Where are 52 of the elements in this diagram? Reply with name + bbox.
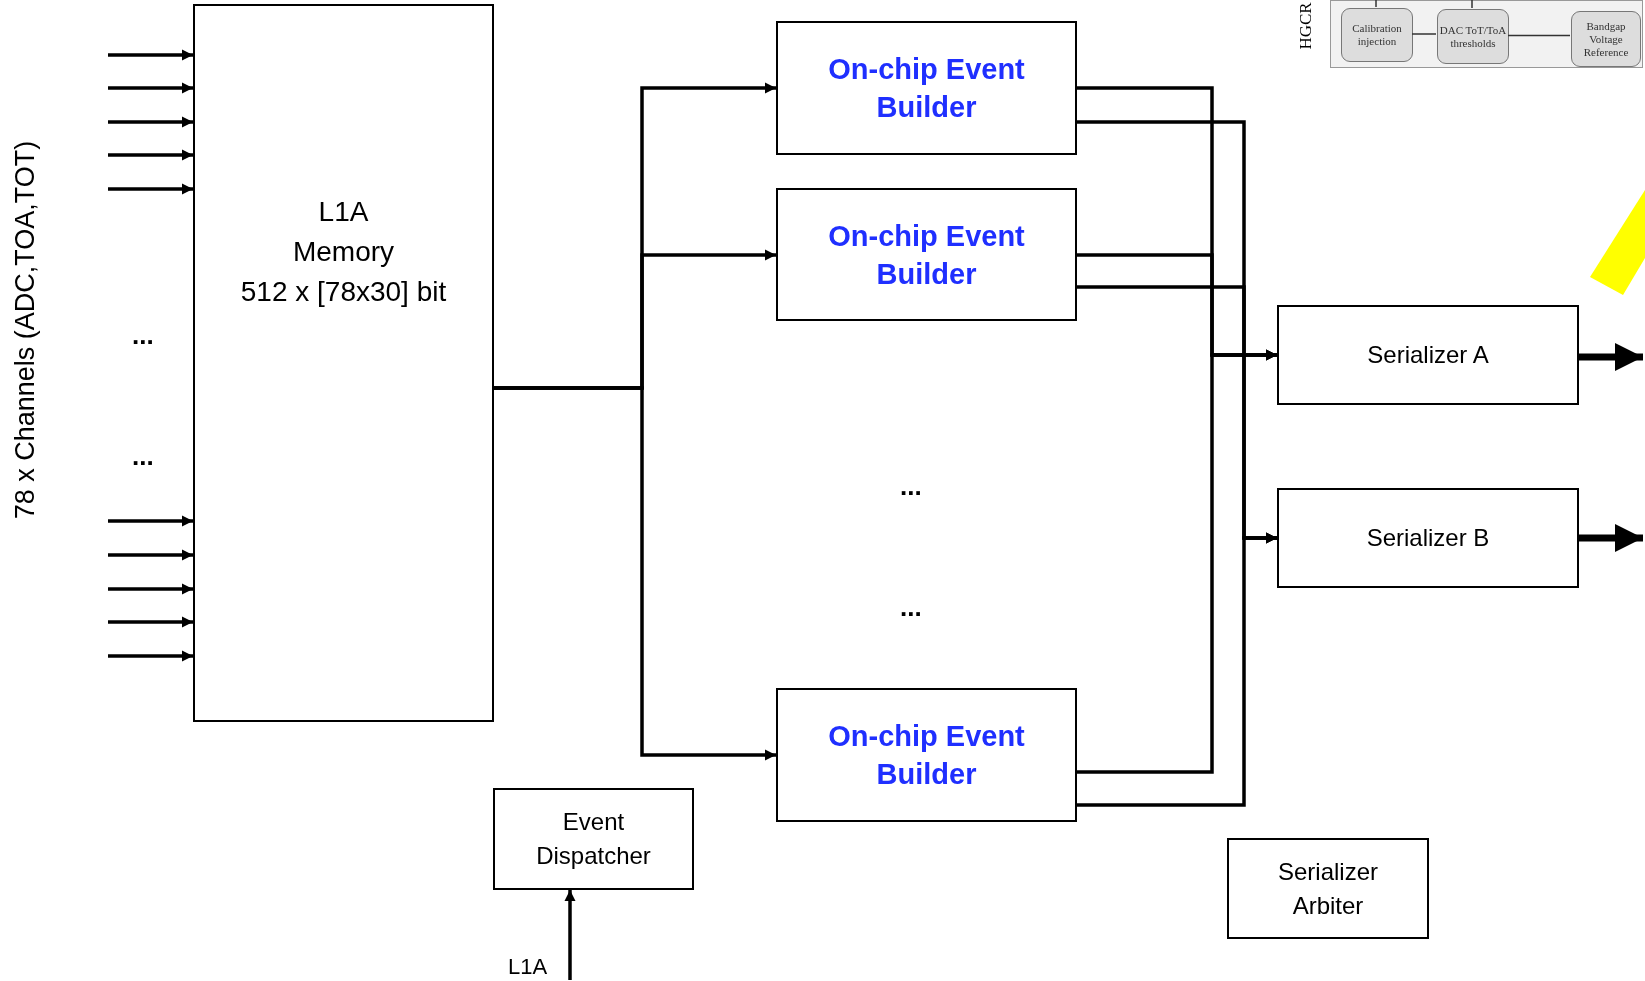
arrow bbox=[108, 549, 193, 561]
ellipsis-mark: ... bbox=[132, 322, 154, 348]
arrow bbox=[108, 616, 193, 628]
axis-label: 78 x Channels (ADC,TOA,TOT) bbox=[8, 140, 41, 520]
arrow bbox=[108, 515, 193, 527]
signal-label: L1A bbox=[508, 954, 564, 980]
block-label: Serializer B bbox=[1366, 523, 1490, 553]
event-builder-box bbox=[776, 188, 1077, 321]
block-label: Calibration injection bbox=[1351, 22, 1403, 48]
block-label: Event Dispatcher bbox=[535, 807, 652, 871]
block-label: On-chip Event Builder bbox=[827, 52, 1026, 125]
serializer-box bbox=[1277, 305, 1579, 405]
arrow bbox=[108, 82, 193, 94]
block-label: DAC ToT/ToA thresholds bbox=[1438, 23, 1508, 50]
block-label: Serializer A bbox=[1367, 340, 1489, 370]
arrow bbox=[108, 650, 193, 662]
ellipsis-mark: ... bbox=[900, 594, 922, 620]
arrow bbox=[1077, 532, 1277, 807]
connector-line bbox=[1375, 0, 1377, 8]
arrow bbox=[1579, 343, 1643, 371]
rounded-box bbox=[1571, 11, 1641, 67]
block-label: 512 x [78x30] bit bbox=[240, 275, 447, 309]
block-label: On-chip Event Builder bbox=[827, 218, 1026, 292]
arrow bbox=[108, 116, 193, 128]
arrow bbox=[1579, 524, 1643, 552]
figure-panel bbox=[1330, 0, 1643, 68]
arrow bbox=[494, 386, 776, 761]
rounded-box bbox=[1341, 8, 1413, 62]
block-label: On-chip Event Builder bbox=[827, 719, 1026, 792]
arrow bbox=[108, 49, 193, 61]
connector-line bbox=[1411, 33, 1437, 35]
axis-label: HGCR bbox=[1295, 2, 1317, 50]
arrow bbox=[108, 149, 193, 161]
block-label: L1A bbox=[318, 195, 369, 229]
arrow bbox=[108, 183, 193, 195]
rounded-box bbox=[1437, 9, 1509, 64]
serializer-box bbox=[1277, 488, 1579, 588]
arrow bbox=[564, 890, 576, 980]
ellipsis-mark: ... bbox=[900, 473, 922, 499]
event-builder-box bbox=[776, 21, 1077, 155]
block-label: Bandgap Voltage Reference bbox=[1582, 19, 1630, 59]
process-box bbox=[493, 788, 694, 890]
connector-line bbox=[1507, 34, 1571, 37]
connector-line bbox=[1471, 0, 1473, 9]
block-label: Memory bbox=[292, 235, 395, 269]
arrow bbox=[108, 583, 193, 595]
process-box bbox=[1227, 838, 1429, 939]
event-builder-box bbox=[776, 688, 1077, 822]
memory-block bbox=[193, 4, 494, 722]
ellipsis-mark: ... bbox=[132, 443, 154, 469]
arrow bbox=[1077, 349, 1277, 774]
block-label: Serializer Arbiter bbox=[1277, 856, 1379, 921]
